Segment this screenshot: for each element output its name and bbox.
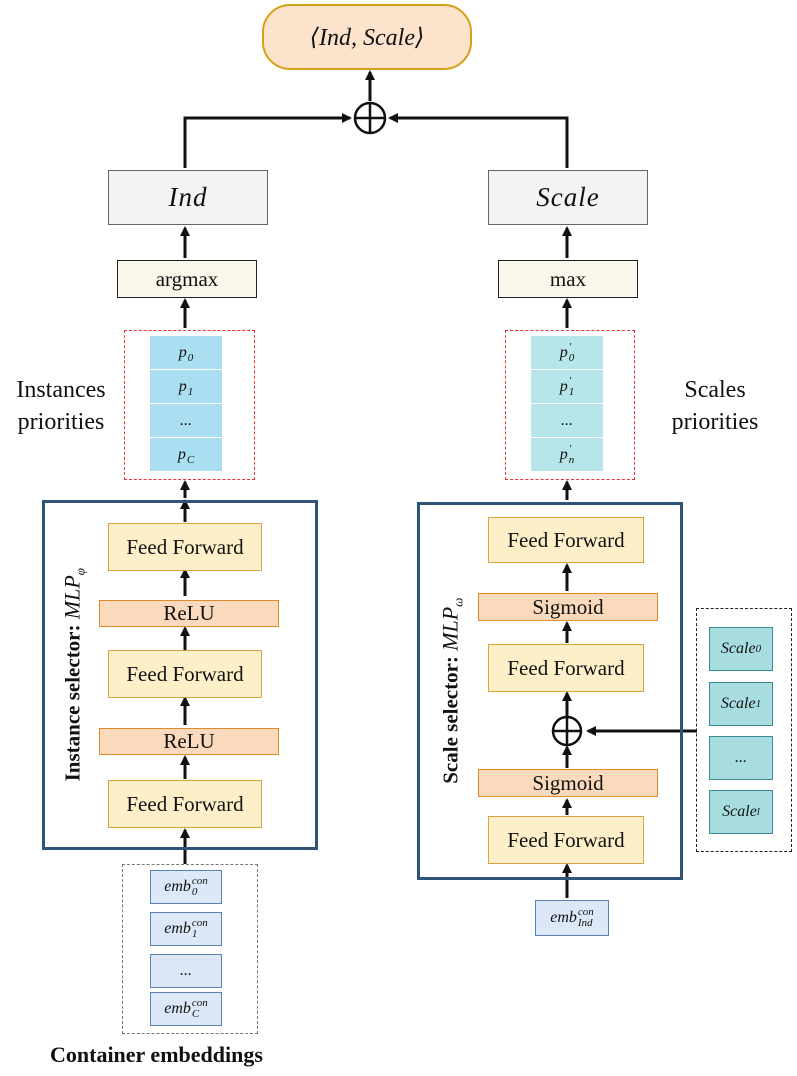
scale-to-join-arrow: [388, 113, 569, 168]
container-embeddings-container: [122, 864, 258, 1034]
inst-prio-cell: p C: [150, 438, 222, 472]
scale-selector-title-text: Scale selector:: [438, 650, 463, 784]
scale-priorities-container: [505, 330, 635, 480]
output-label: ⟨Ind, Scale⟩: [309, 24, 425, 51]
ind-box: Ind: [108, 170, 268, 225]
inst-layers-relu: ReLU: [99, 600, 279, 627]
scales-priorities-line2: priorities: [671, 409, 759, 435]
inst-layers-feed-forward: Feed Forward: [108, 780, 262, 828]
instances-priorities-line2: priorities: [17, 409, 105, 435]
scale-layers-sigmoid: Sigmoid: [478, 769, 658, 797]
inst-layers-relu: ReLU: [99, 728, 279, 755]
top-plus-circle-icon: [353, 101, 387, 135]
max-label: max: [549, 266, 587, 291]
container-embeddings-label: Container embeddings: [50, 1042, 263, 1067]
instances-priorities-label: Instances priorities: [2, 374, 120, 438]
scale-prio-cell: p′1: [531, 370, 603, 404]
scale-layers-sigmoid: Sigmoid: [478, 593, 658, 621]
scale-layers-feed-forward: Feed Forward: [488, 816, 644, 864]
scale-inputs-container: [696, 608, 792, 852]
scale-layers-feed-forward: Feed Forward: [488, 644, 644, 692]
scales-priorities-label: Scales priorities: [660, 374, 770, 438]
inst-layers-feed-forward: Feed Forward: [108, 650, 262, 698]
instance-priorities-container: [124, 330, 255, 480]
scale-prio-cell: p′n: [531, 438, 603, 472]
scale-prio-cell: ...: [531, 404, 603, 438]
scale-selector-math: MLPω: [437, 597, 466, 651]
scale-selector-frame: [417, 502, 683, 880]
scale-layers-feed-forward: Feed Forward: [488, 517, 644, 563]
scale-label: Scale: [536, 182, 600, 212]
argmax-label: argmax: [155, 266, 219, 291]
inst-prio-cell: p 1: [150, 370, 222, 404]
output-pair: ⟨Ind, Scale⟩: [262, 4, 472, 70]
inst-prio-cell: ...: [150, 404, 222, 438]
container-embedding-item: ...: [150, 954, 222, 988]
scale-box: Scale: [488, 170, 648, 225]
max-box: max: [498, 260, 638, 298]
scale-input-item: ...: [709, 736, 773, 780]
instance-selector-math: MLPφ: [59, 568, 88, 620]
instance-selector-title: Instance selector: MLPφ: [59, 525, 88, 825]
instance-selector-frame: [42, 500, 318, 850]
scale-selector-title: Scale selector: MLPω: [437, 541, 466, 841]
ind-to-join-arrow: [183, 113, 352, 168]
ind-label: Ind: [168, 182, 208, 212]
scale-prio-cell: p′0: [531, 336, 603, 370]
instance-selector-title-text: Instance selector:: [60, 619, 85, 782]
argmax-box: argmax: [117, 260, 257, 298]
instances-priorities-line1: Instances: [16, 377, 106, 403]
scale-plus-circle-icon: [551, 715, 583, 747]
inst-prio-cell: p 0: [150, 336, 222, 370]
inst-layers-feed-forward: Feed Forward: [108, 523, 262, 571]
scales-priorities-line1: Scales: [684, 377, 746, 403]
